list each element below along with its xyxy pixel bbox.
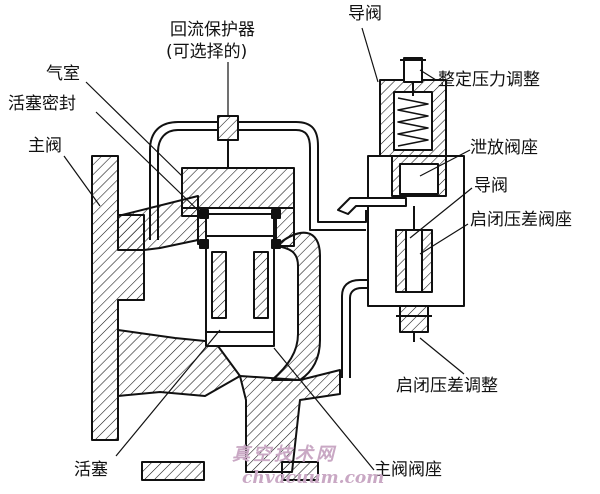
label-piston: 活塞 bbox=[74, 460, 108, 480]
return-tube bbox=[341, 279, 370, 378]
relief-lever bbox=[337, 197, 407, 215]
foot-right bbox=[281, 461, 319, 481]
seal-right bbox=[271, 209, 281, 219]
backflow-protector bbox=[217, 115, 239, 141]
label-main-valve: 主阀 bbox=[28, 136, 62, 156]
label-pilot-valve-top: 导阀 bbox=[348, 4, 382, 24]
set-pressure-screw bbox=[403, 57, 423, 83]
cap-block bbox=[181, 167, 295, 209]
watermark-cn: 真空技术网 bbox=[232, 444, 337, 465]
inlet-flange bbox=[91, 155, 145, 441]
label-air-chamber: 气室 bbox=[46, 64, 80, 84]
pilot-spring bbox=[397, 97, 429, 147]
label-backflow-protector: 回流保护器 bbox=[170, 20, 255, 40]
piston-window-right bbox=[253, 251, 269, 319]
label-relief-valve-seat: 泄放阀座 bbox=[470, 138, 538, 158]
blowdown-adjust-knob bbox=[399, 305, 429, 333]
watermark-url: chvacuum.com bbox=[242, 468, 385, 488]
label-set-pressure-adjust: 整定压力调整 bbox=[438, 70, 540, 90]
foot-left bbox=[141, 461, 205, 481]
label-main-valve-seat: 主阀阀座 bbox=[374, 460, 442, 480]
piston-window-left bbox=[211, 251, 227, 319]
label-blowdown-adjust: 启闭压差调整 bbox=[396, 376, 498, 396]
label-pilot-valve: 导阀 bbox=[474, 176, 508, 196]
label-piston-seal: 活塞密封 bbox=[8, 94, 76, 114]
outlet-body-wall bbox=[271, 231, 321, 381]
label-optional-note: (可选择的) bbox=[166, 42, 248, 62]
label-blowdown-seat: 启闭压差阀座 bbox=[470, 210, 572, 230]
top-sense-tube bbox=[149, 121, 367, 240]
outlet-lower-body bbox=[239, 369, 341, 473]
seal-left bbox=[199, 209, 209, 219]
